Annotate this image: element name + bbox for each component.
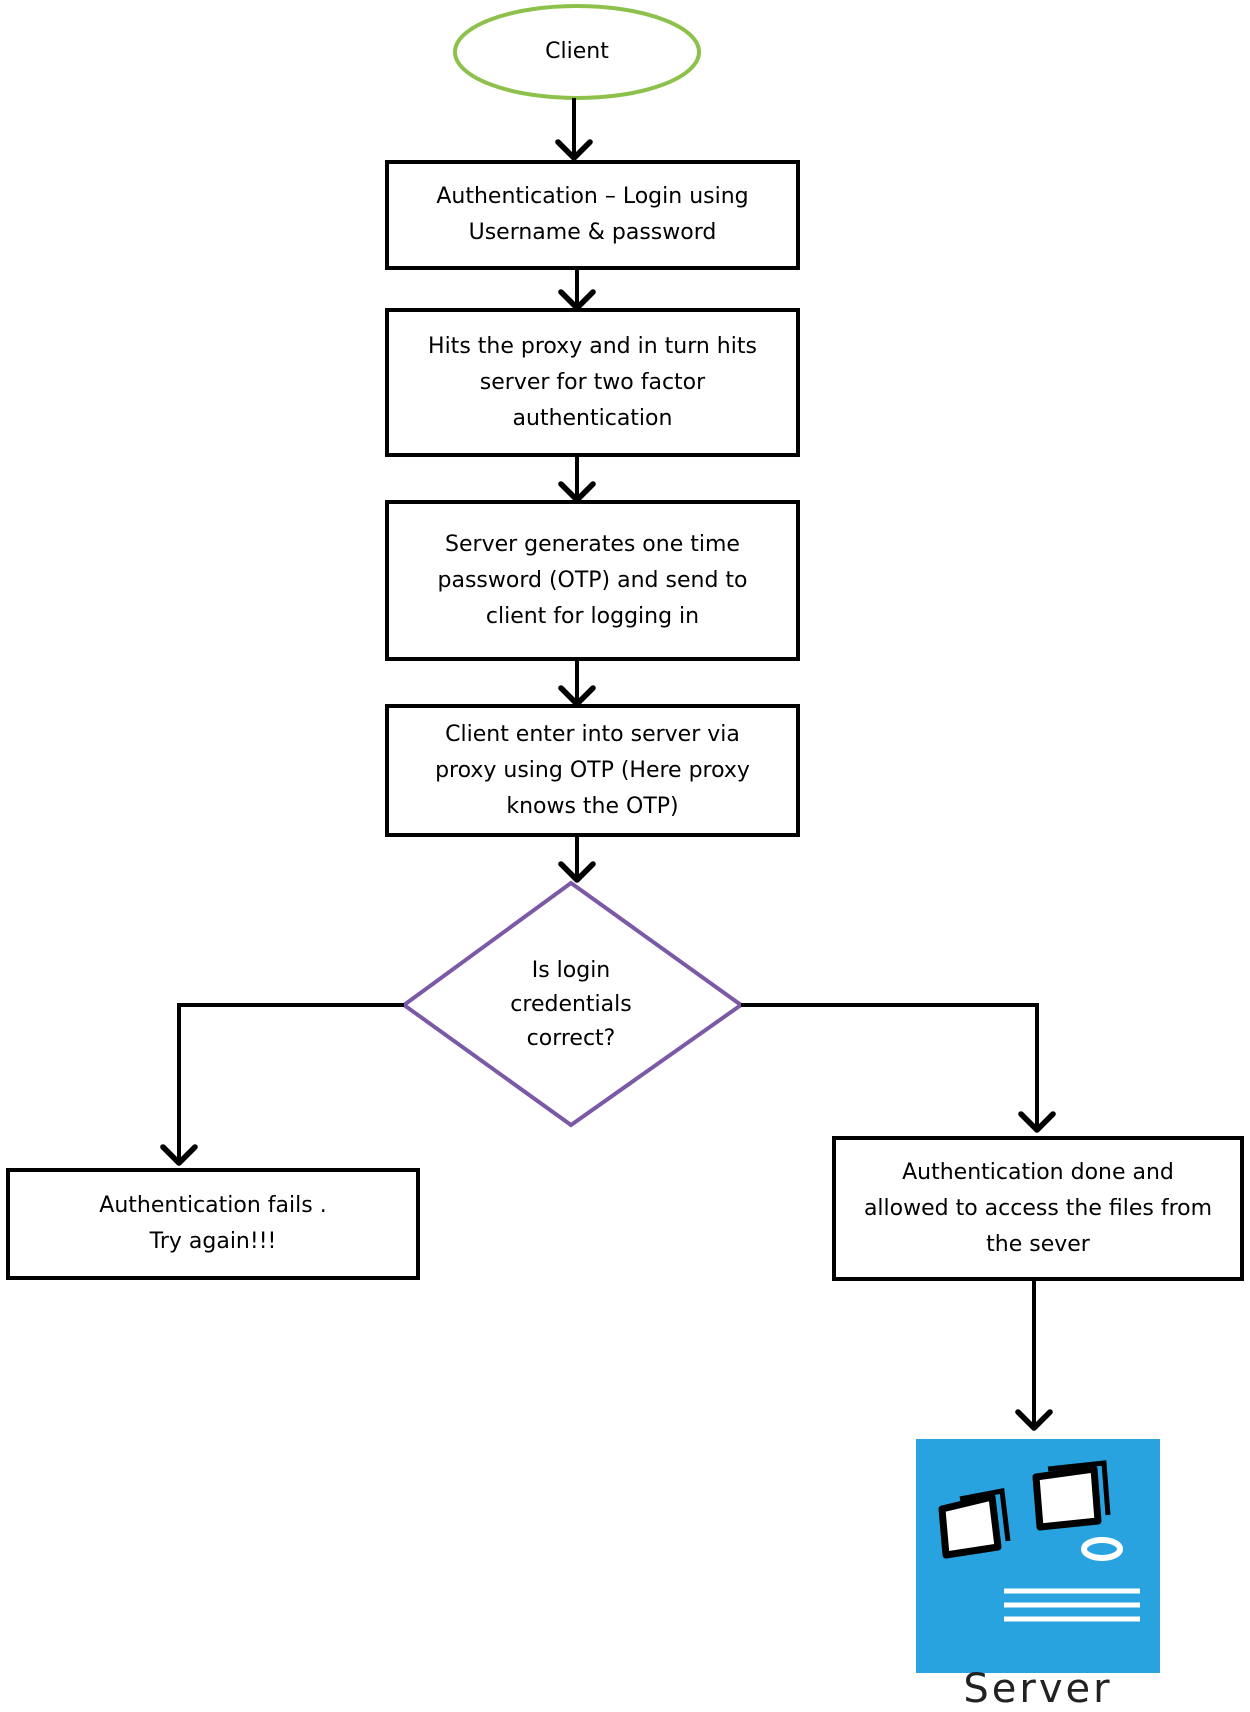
step-otp-generate-line-3: client for logging in: [485, 603, 700, 629]
step-proxy-hit-line-2: server for two factor: [479, 369, 706, 395]
step-otp-enter-line-3: knows the OTP): [506, 793, 679, 819]
server-glyph: [938, 1460, 1140, 1622]
step-otp-enter-line-2: proxy using OTP (Here proxy: [435, 757, 750, 783]
step-proxy-hit-line-3: authentication: [512, 405, 673, 431]
decision-line-2: credentials: [510, 992, 632, 1017]
success-box: Authentication done and allowed to acces…: [832, 1136, 1244, 1281]
decision-label: Is login credentials correct?: [451, 945, 691, 1065]
step-proxy-hit: Hits the proxy and in turn hits server f…: [385, 308, 800, 457]
success-line-2: allowed to access the files from: [863, 1195, 1213, 1221]
server-label: Server: [963, 1666, 1113, 1712]
decision-line-3: correct?: [526, 1026, 616, 1051]
step-auth-login-line-1: Authentication – Login using: [436, 184, 749, 209]
fail-box: Authentication fails . Try again!!!: [6, 1168, 420, 1280]
step-otp-generate-line-1: Server generates one time: [445, 531, 740, 557]
fail-line-2: Try again!!!: [149, 1229, 277, 1254]
step-auth-login-line-2: Username & password: [468, 220, 717, 245]
step-otp-enter: Client enter into server via proxy using…: [385, 704, 800, 837]
server-icon: [916, 1439, 1160, 1673]
step-otp-generate-line-2: password (OTP) and send to: [437, 567, 748, 593]
step-otp-enter-line-1: Client enter into server via: [445, 721, 740, 747]
start-label: Client: [545, 39, 609, 64]
success-line-3: the sever: [986, 1231, 1090, 1257]
step-otp-generate: Server generates one time password (OTP)…: [385, 500, 800, 661]
success-line-1: Authentication done and: [902, 1159, 1174, 1185]
arrow-decision-to-fail: [160, 1003, 404, 1166]
decision-line-1: Is login: [531, 958, 611, 983]
step-auth-login: Authentication – Login using Username & …: [385, 160, 800, 270]
step-proxy-hit-line-1: Hits the proxy and in turn hits: [428, 333, 757, 359]
start-ellipse: [453, 4, 701, 100]
fail-line-1: Authentication fails .: [99, 1193, 327, 1218]
arrow-decision-to-success: [741, 1003, 1056, 1133]
decision-diamond: [400, 880, 745, 1128]
